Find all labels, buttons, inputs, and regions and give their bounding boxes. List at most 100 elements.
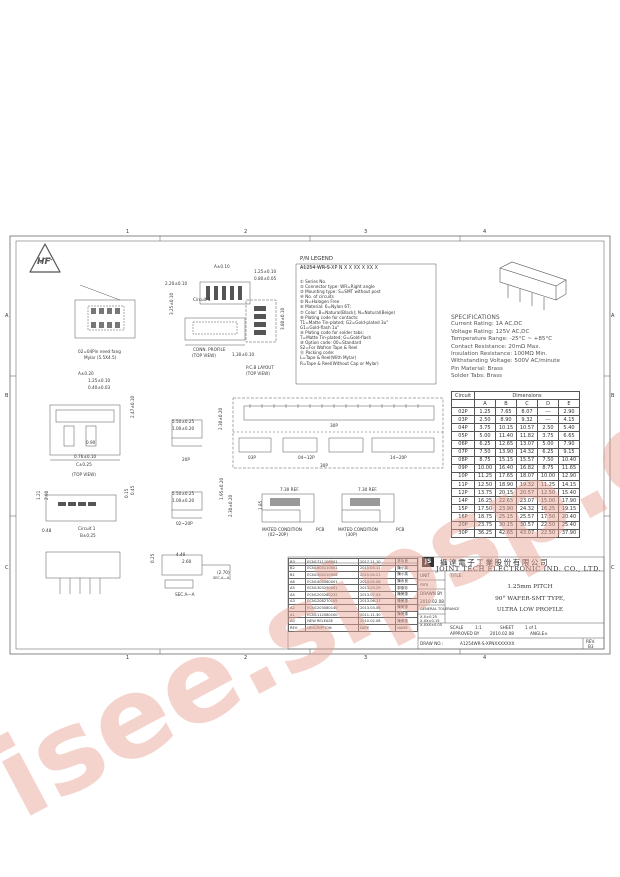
unit-value: mm	[420, 582, 429, 587]
dim-label: 0.40±0.03	[88, 385, 111, 390]
dim-label: B±0.25	[80, 533, 96, 538]
legend-line: ⑤ N=Halogen Free	[300, 299, 340, 305]
scale-value: 1:1	[475, 625, 482, 630]
label-14-20p: 14~20P	[390, 455, 407, 460]
legend-line: G1=Gold-flash 1u"	[300, 324, 340, 330]
pcb-label-b: PCB	[396, 527, 405, 532]
specifications: SPECIFICATIONS Current Rating: 1A AC,DC …	[451, 314, 560, 381]
angle-label: ANGLE±	[530, 631, 548, 636]
top-view-left	[49, 404, 121, 461]
dim-label: C±0.25	[76, 462, 92, 467]
revision-cell: A6	[287, 577, 307, 586]
dim-label: 2.20±0.10	[165, 281, 188, 286]
revision-cell: ECN1208270105	[305, 597, 359, 606]
pin-variant-panel	[232, 397, 444, 469]
legend-line: ⑩ Option code: 00=Standard	[300, 340, 362, 346]
conn-profile-label: CONN. PROFILE	[193, 347, 226, 352]
spec-line: Insulation Resistance: 100MΩ Min.	[451, 351, 548, 358]
conn-profile-view	[184, 281, 251, 346]
col-label-top-3: 3	[364, 229, 368, 235]
title-label: TITLE:	[450, 573, 463, 578]
legend-line: ① Series No.	[300, 279, 327, 284]
revision-cell: 2013.06.17	[357, 597, 397, 606]
spec-line: Pin Material: Brass	[451, 365, 503, 372]
revision-cell: DESCRIPTION	[305, 623, 359, 632]
dim-label: 1.25±0.10	[88, 378, 111, 383]
legend-line: ④ No. of circuits	[300, 294, 334, 300]
revision-cell: 林永良	[395, 558, 418, 566]
spec-line: Solder Tabs: Brass	[451, 373, 503, 380]
tol-1: X.X±0.25	[420, 615, 438, 619]
row-label-right-a: A	[611, 313, 615, 319]
col-label-top-2: 2	[244, 229, 248, 235]
drawn-by-label: DRAWN BY	[420, 591, 443, 596]
spec-line: Temperature Range: -25°C ~ +85°C	[451, 336, 553, 343]
dim-label: A±0.20	[78, 371, 94, 376]
revision-cell: 陳永良	[395, 577, 418, 586]
circuit-1-label: Circuit 1	[193, 297, 211, 302]
sec-aa-label: SEC.A—A	[175, 592, 195, 597]
revision-cell: A4	[287, 590, 307, 599]
revision-cell: A0	[287, 617, 307, 625]
dim-label: 1.00±0.20	[172, 426, 195, 431]
legend-line: ⑧ Plating code for contacts:	[300, 314, 359, 320]
profile-views-mid	[161, 419, 231, 589]
revision-cell: 陳美惠	[395, 617, 418, 625]
row-label-right-c: C	[611, 565, 615, 571]
top-view-label-1: (TOP VIEW)	[192, 353, 216, 358]
revision-cell: ECN1203080140	[305, 604, 359, 612]
dim-label: 1.00±0.20	[172, 498, 195, 503]
revision-cell: 陳小英	[395, 564, 418, 573]
dim-label: 1.30±0.10	[232, 352, 255, 357]
legend-line: ⑪ Packing code:	[300, 350, 335, 356]
revision-cell: 2013.03.08	[357, 604, 397, 612]
revision-cell: 2015.04.21	[357, 571, 397, 579]
legend-line: ⑨ Plating code for solder tabs:	[300, 329, 364, 335]
halogen-free-logo	[29, 243, 61, 273]
col-label-top-4: 4	[483, 229, 487, 235]
row-label-right-b: B	[611, 393, 615, 399]
legend-line: L=Tape & Reel(With Mylar)	[300, 355, 357, 361]
mated-label-2: MATED CONDITION	[338, 527, 378, 532]
spec-line: Contact Resistance: 20mΩ Max.	[451, 343, 541, 350]
pad-note-1: 02=04Pin need fang	[78, 349, 121, 354]
pcb-layout-label: P.C.B LAYOUT	[246, 365, 274, 370]
revision-cell: NAME	[395, 623, 418, 632]
company-logo-icon: JS	[422, 557, 434, 567]
label-03p: 03P	[248, 455, 256, 460]
rev-value: B3	[588, 644, 594, 649]
revision-cell: 2017.11.10	[357, 558, 397, 566]
pad-layout-view	[74, 284, 136, 339]
dim-label: 5.50±0.25	[172, 419, 195, 424]
dim-label: 2.60	[182, 559, 192, 564]
legend-line: T=Matte Tin-plated; G=Gold-flash	[300, 335, 372, 341]
revision-cell: 2015.03.11	[357, 564, 397, 573]
spec-line: Voltage Rating: 125V AC,DC	[451, 328, 530, 335]
col-label-bottom-3: 3	[364, 655, 368, 661]
row-label-left-b: B	[5, 393, 9, 399]
revision-cell: A2	[287, 604, 307, 612]
pcb-layout-view	[245, 299, 277, 343]
revision-cell: ECN1504210006	[305, 571, 359, 579]
mated-label-1: MATED CONDITION	[262, 527, 302, 532]
revision-cell: 2010.02.08	[357, 617, 397, 625]
row-label-left-a: A	[5, 313, 9, 319]
top-view-label-2: (TOP VIEW)	[246, 371, 270, 376]
revision-cell: 陳美惠	[395, 604, 418, 612]
tolerance-label: GENERAL TOLERANCE	[420, 607, 460, 611]
table-cell: 37.90	[558, 528, 580, 538]
mated-label-2b: (30P)	[346, 532, 358, 537]
mated-label-1b: (02~20P)	[268, 532, 288, 537]
pad-note-2: Mylar (5.5X4.5)	[84, 355, 117, 360]
revision-cell: 2013.03.29	[357, 584, 397, 592]
grid-ticks	[10, 236, 610, 654]
